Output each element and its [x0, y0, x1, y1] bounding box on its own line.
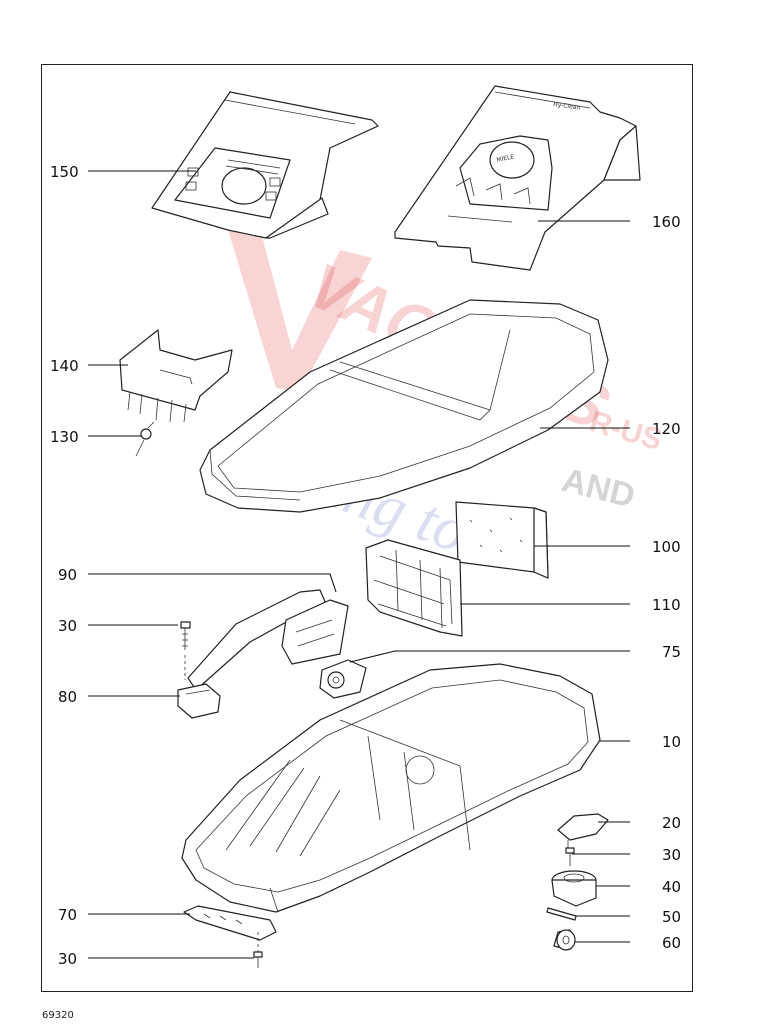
part-50-axle [546, 907, 577, 921]
part-110-filter-frame [365, 539, 463, 637]
figure-number: 69320 [42, 1010, 74, 1021]
part-labels: 150 160 140 130 120 100 90 110 30 75 80 … [50, 163, 681, 968]
label-50: 50 [662, 908, 681, 926]
label-80: 80 [58, 688, 77, 706]
part-75-connector [319, 659, 367, 699]
label-90: 90 [58, 566, 77, 584]
part-30-screw-top [180, 621, 191, 680]
part-30-screw-bottom [253, 932, 263, 968]
watermark-line4: AND [558, 461, 639, 516]
label-10: 10 [662, 733, 681, 751]
part-90-handle [187, 589, 349, 691]
bag-panel-brand-label: MIELE [496, 153, 515, 164]
part-30-screw-middle [565, 847, 575, 866]
label-70: 70 [58, 906, 77, 924]
diagram-frame [41, 64, 693, 992]
label-120: 120 [652, 420, 681, 438]
part-140-bag-holder [119, 329, 233, 423]
label-140: 140 [50, 357, 79, 375]
bag-brand-label: Hy-Clean [553, 101, 581, 112]
part-60-wheel [553, 929, 576, 951]
label-60: 60 [662, 934, 681, 952]
label-40: 40 [662, 878, 681, 896]
label-100: 100 [652, 538, 681, 556]
part-70-pedal [183, 905, 277, 941]
part-20-bracket [557, 813, 609, 852]
part-130-spring [135, 421, 155, 457]
label-30-top: 30 [58, 617, 77, 635]
label-20: 20 [662, 814, 681, 832]
label-75: 75 [662, 643, 681, 661]
label-30-bottom: 30 [58, 950, 77, 968]
part-80-handle-catch [177, 683, 221, 719]
label-110: 110 [652, 596, 681, 614]
part-120-lid [199, 299, 609, 513]
part-160-dust-bag: Hy-Clean MIELE [394, 85, 641, 271]
part-150-dust-bag [151, 91, 379, 239]
label-160: 160 [652, 213, 681, 231]
label-130: 130 [50, 428, 79, 446]
leader-lines [88, 170, 630, 959]
label-30-middle: 30 [662, 846, 681, 864]
part-40-castor [551, 870, 597, 907]
part-10-housing [181, 663, 601, 913]
label-150: 150 [50, 163, 79, 181]
